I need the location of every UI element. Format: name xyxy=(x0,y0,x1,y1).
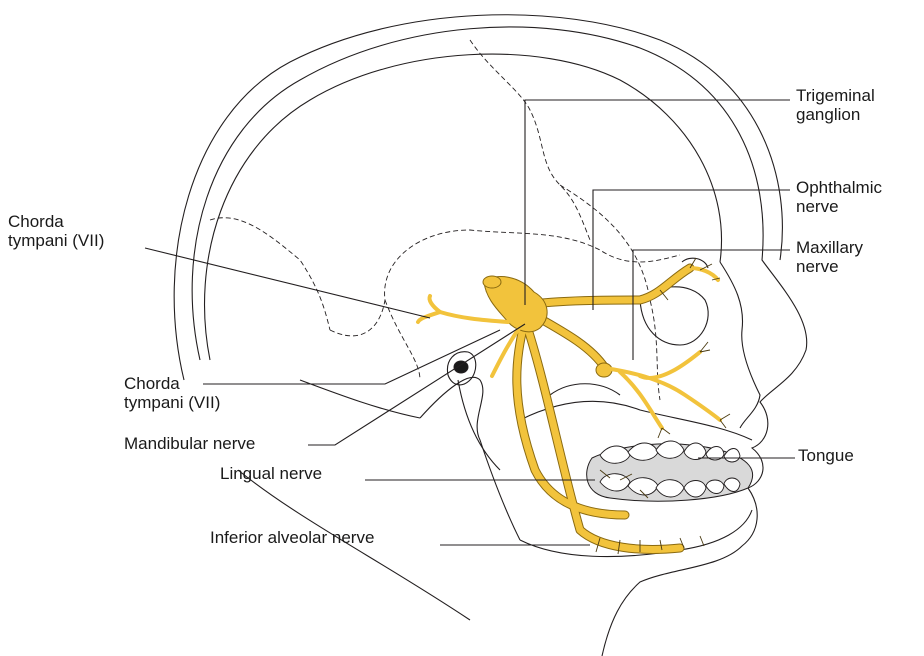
label-tongue: Tongue xyxy=(798,446,854,465)
label-trigeminal-ganglion: Trigeminal ganglion xyxy=(796,86,875,124)
label-maxillary-nerve: Maxillary nerve xyxy=(796,238,863,276)
label-mandibular-nerve: Mandibular nerve xyxy=(124,434,255,453)
label-chorda-tympani-lower: Chorda tympani (VII) xyxy=(124,374,220,412)
skull-sutures xyxy=(210,40,680,400)
label-ophthalmic-nerve: Ophthalmic nerve xyxy=(796,178,882,216)
label-lingual-nerve: Lingual nerve xyxy=(220,464,322,483)
trigeminal-nerve-system xyxy=(418,258,730,554)
label-inferior-alveolar-nerve: Inferior alveolar nerve xyxy=(210,528,374,547)
label-chorda-tympani-upper: Chorda tympani (VII) xyxy=(8,212,104,250)
head-outline xyxy=(174,15,807,656)
